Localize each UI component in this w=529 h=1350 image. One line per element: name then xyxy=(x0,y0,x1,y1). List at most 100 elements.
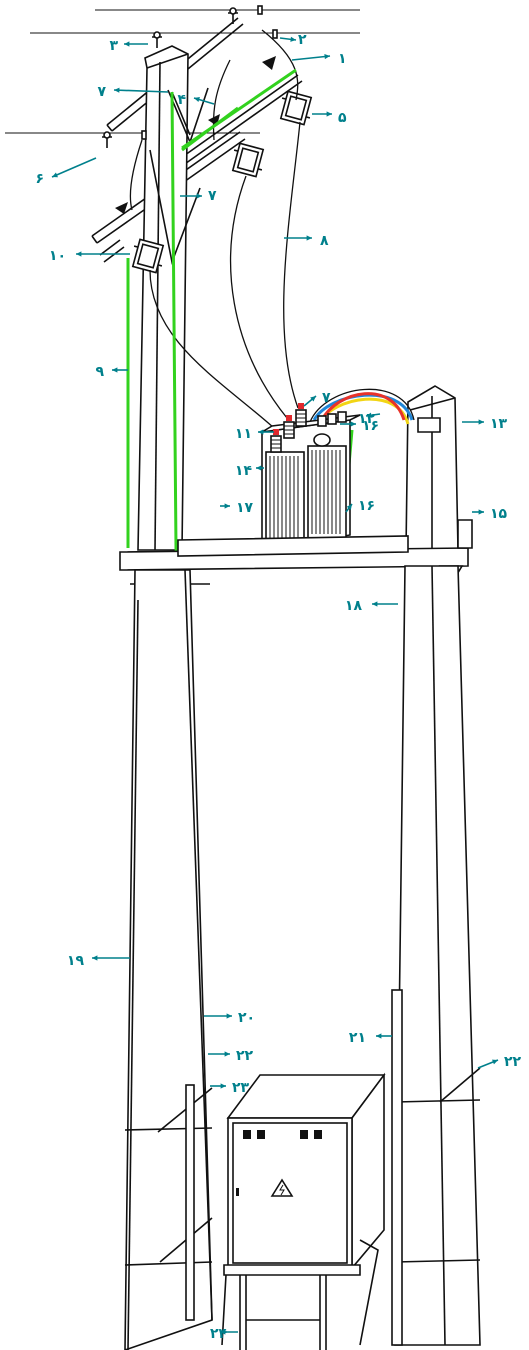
panel-vent-2 xyxy=(257,1130,265,1139)
pin-insulator-lower xyxy=(102,131,112,148)
callout-number: ۱۷ xyxy=(236,500,254,516)
callout-arrowhead xyxy=(290,36,296,42)
right-lower-pole-face xyxy=(394,565,481,1346)
callout-6: ۶ xyxy=(35,157,97,187)
panel-stand-legs xyxy=(239,1275,327,1350)
callout-arrow xyxy=(51,157,97,178)
callout-arrowhead xyxy=(226,1013,232,1019)
strain-clamp-2 xyxy=(272,29,278,39)
callout-14: ۱۴ xyxy=(235,463,264,479)
lv-conduit xyxy=(391,989,403,1346)
panel-vent-3 xyxy=(300,1130,308,1139)
right-pole-diagonal xyxy=(439,1067,481,1103)
callout-number: ۱۵ xyxy=(490,506,508,522)
callout-arrowhead xyxy=(224,503,230,509)
callout-arrowhead xyxy=(310,396,316,402)
drop-wire-phase-c xyxy=(149,269,275,429)
callout-number: ۷ xyxy=(208,188,217,204)
callout-4: ۴ xyxy=(177,92,215,108)
cutout-5 xyxy=(279,90,313,126)
callout-arrowhead xyxy=(258,429,264,435)
right-upper-pole xyxy=(405,385,459,551)
callout-7c: ۷ xyxy=(303,390,331,407)
left-lower-pole-inner xyxy=(127,599,139,1350)
lv-cable-bracket xyxy=(417,417,441,433)
callout-arrowhead xyxy=(114,87,120,93)
callout-number: ۲۲ xyxy=(236,1048,254,1064)
callout-13: ۱۳ xyxy=(462,416,508,432)
transformer xyxy=(251,403,361,561)
cutout-middle xyxy=(231,142,265,178)
panel-vent-1 xyxy=(243,1130,251,1139)
callout-arrowhead xyxy=(478,419,484,425)
callout-3: ۳ xyxy=(109,38,148,54)
callout-17: ۱۷ xyxy=(220,500,254,516)
left-lower-pole-edge xyxy=(184,569,213,1321)
callout-5: ۵ xyxy=(312,110,347,126)
callout-8: ۸ xyxy=(284,233,329,249)
conservator xyxy=(313,433,331,447)
callout-15: ۱۵ xyxy=(472,506,508,522)
hv-bushing-3 xyxy=(295,403,307,427)
callout-number: ۱۱ xyxy=(235,426,252,442)
callout-arrow xyxy=(291,55,331,61)
arrester-cap-3 xyxy=(115,202,128,214)
callout-19: ۱۹ xyxy=(67,953,130,969)
callout-number: ۲۱ xyxy=(349,1030,366,1046)
callout-2: ۲ xyxy=(279,32,307,48)
callout-16a: ۱۶ xyxy=(340,418,379,434)
upper-pole-face xyxy=(137,45,189,551)
arrester-cap-1 xyxy=(262,56,276,70)
platform-end-bracket xyxy=(457,519,473,549)
callout-number: ۸ xyxy=(320,233,329,249)
drop-wire-phase-a xyxy=(283,121,301,409)
upper-pole-edge xyxy=(146,53,189,69)
right-lower-pole-edge xyxy=(431,565,446,1346)
callout-number: ۲ xyxy=(298,32,307,48)
callout-arrowhead xyxy=(92,955,98,961)
right-pole-band-2 xyxy=(394,1259,481,1263)
transformer-radiator-right xyxy=(307,445,347,539)
ground-conduit xyxy=(185,1084,195,1321)
callout-arrowhead xyxy=(124,41,130,47)
callout-arrowhead xyxy=(326,111,332,117)
callout-number: ۲۰ xyxy=(238,1010,255,1026)
pin-insulator-left xyxy=(152,31,162,48)
cutout-10 xyxy=(131,238,165,274)
pin-insulators xyxy=(102,5,278,148)
callout-number: ۳ xyxy=(109,38,118,54)
callout-arrowhead xyxy=(194,97,200,103)
callout-number: ۱۴ xyxy=(235,463,253,479)
callout-arrowhead xyxy=(220,1329,226,1335)
panel-handle xyxy=(236,1188,239,1196)
platform-crossbeam xyxy=(177,535,409,557)
callout-arrow xyxy=(113,89,169,93)
hv-drop-wires xyxy=(129,29,301,429)
callout-number: ۷ xyxy=(322,390,331,406)
lv-cable-red xyxy=(320,392,406,421)
callout-number: ۷ xyxy=(97,84,106,100)
callout-arrowhead xyxy=(350,421,356,427)
callout-22b: ۲۲ xyxy=(477,1054,522,1070)
left-pole-band-1 xyxy=(124,1127,213,1131)
callout-arrowhead xyxy=(324,53,330,60)
upper-pole-edge-2 xyxy=(154,61,161,551)
callout-number: ۱۰ xyxy=(49,248,66,264)
transformer-radiator-left xyxy=(265,451,305,545)
callout-number: ۲۴ xyxy=(210,1326,228,1342)
callout-12: ۱۲ xyxy=(358,411,381,427)
callout-number: ۱۹ xyxy=(67,953,85,969)
high-voltage-warning-icon xyxy=(270,1178,294,1197)
hv-bushing-1 xyxy=(270,429,282,453)
callout-9: ۹ xyxy=(95,364,128,380)
callout-arrowhead xyxy=(376,1033,382,1039)
distribution-panel xyxy=(221,1072,386,1350)
callout-number: ۱۳ xyxy=(490,416,508,432)
callout-arrowhead xyxy=(224,1051,230,1057)
callout-1: ۱ xyxy=(291,51,347,67)
callout-number: ۱۶ xyxy=(358,498,375,514)
transformer-platform xyxy=(119,519,473,588)
callout-24: ۲۴ xyxy=(210,1326,238,1342)
